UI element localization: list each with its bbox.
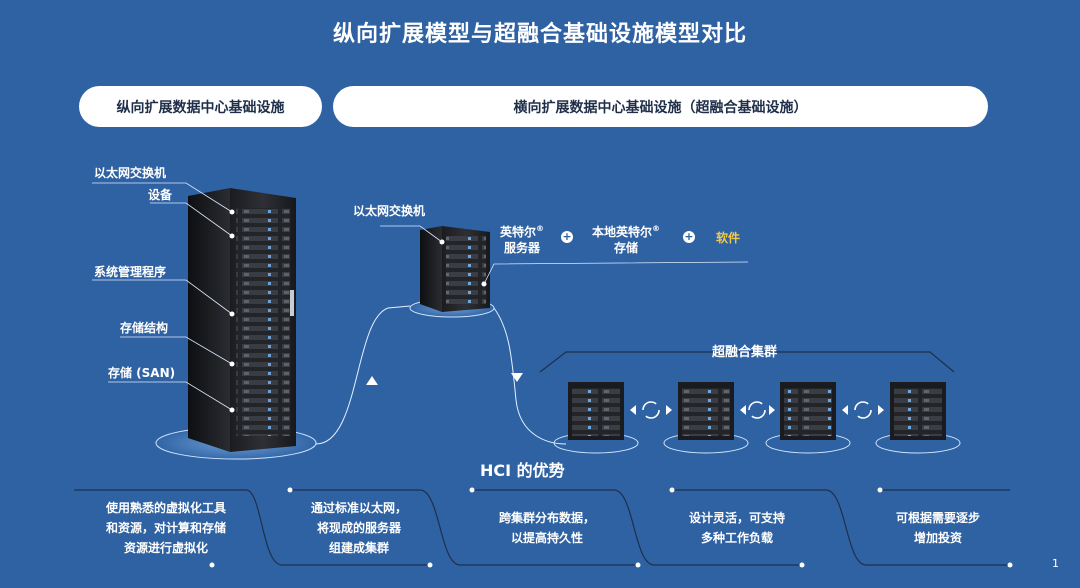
cluster-nodes [553,382,961,454]
cluster-label: 超融合集群 [712,345,778,360]
label-ethernet-switch: 以太网交换机 [94,166,167,180]
sync-icons [630,401,884,419]
label-hypervisor: 系统管理程序 [94,265,167,279]
scale-up-header: 纵向扩展数据中心基础设施 [79,86,322,127]
plus-icon: + [683,230,695,243]
advantage-item: 使用熟悉的虚拟化工具 和资源，对计算和存储 资源进行虚拟化 [105,501,226,555]
label-local-storage: 本地英特尔® 存储 [592,224,661,255]
advantage-item: 可根据需要逐步 增加投资 [895,511,980,545]
hci-advantages-title: HCI 的优势 [480,461,565,480]
label-software: 软件 [716,231,741,245]
label-storage-fabric: 存储结构 [120,321,169,335]
scale-out-switch-rack [408,226,496,318]
label-device: 设备 [148,188,173,202]
page-title: 纵向扩展模型与超融合基础设施模型对比 [332,22,747,47]
label-hci-ethernet-switch: 以太网交换机 [353,204,426,218]
left-callouts [92,182,233,411]
label-intel-server: 英特尔® 服务器 [500,224,545,255]
advantage-item: 跨集群分布数据， 以提高持久性 [498,511,595,545]
label-san: 存储 (SAN) [108,366,176,380]
advantage-item: 设计灵活，可支持 多种工作负载 [688,511,785,545]
advantage-item: 通过标准以太网， 将现成的服务器 组建成集群 [310,501,407,555]
plus-icon: + [561,230,573,243]
scale-up-rack [152,188,320,461]
advantage-flow-lines [74,489,1010,566]
scale-out-header: 横向扩展数据中心基础设施（超融合基础设施） [333,86,988,127]
page-number: 1 [1052,557,1059,570]
